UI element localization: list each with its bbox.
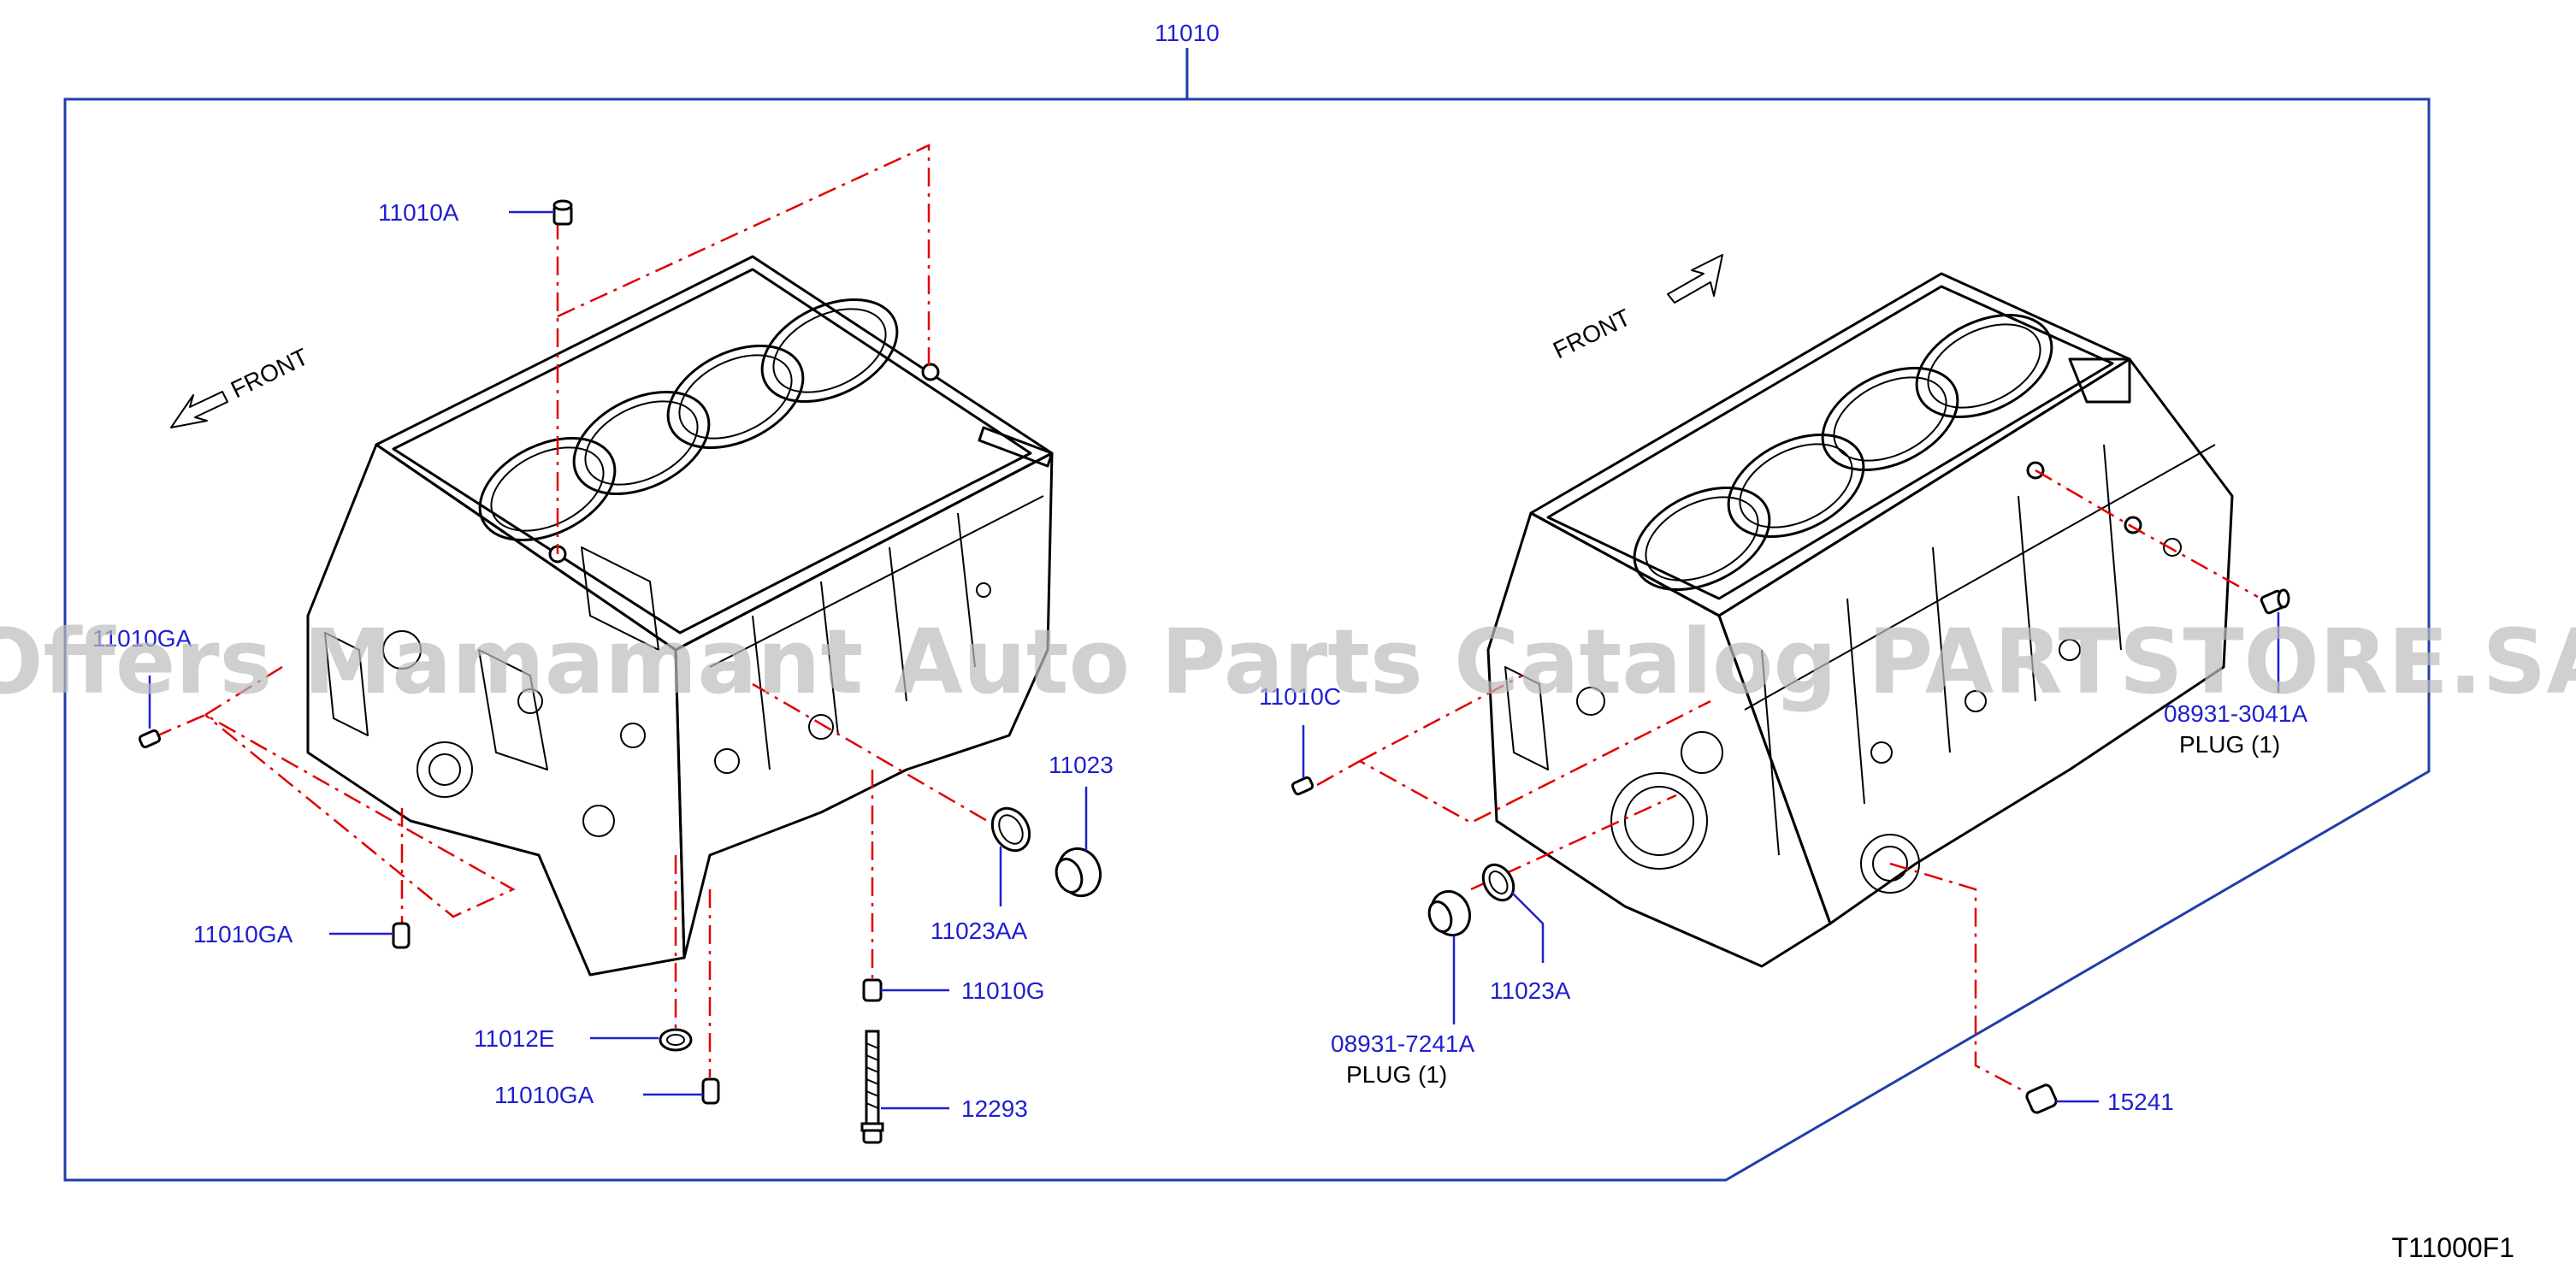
- label-11010C[interactable]: 11010C: [1259, 683, 1341, 710]
- left-cylinder-bores: [478, 298, 899, 542]
- label-11023AA[interactable]: 11023AA: [931, 918, 1027, 944]
- part-11023A[interactable]: [1477, 859, 1545, 963]
- left-phantom-lines: [153, 144, 1010, 1077]
- left-front-arrow-icon: [170, 391, 228, 428]
- label-12293[interactable]: 12293: [961, 1095, 1028, 1122]
- label-11012E[interactable]: 11012E: [474, 1025, 554, 1052]
- assembly-frame: [63, 48, 2431, 1182]
- label-11023[interactable]: 11023: [1049, 752, 1114, 778]
- part-11010GA-mid[interactable]: [329, 922, 411, 949]
- label-15241[interactable]: 15241: [2107, 1089, 2174, 1115]
- label-11023A[interactable]: 11023A: [1490, 977, 1571, 1004]
- label-08931-7241A[interactable]: 08931-7241A: [1331, 1030, 1474, 1057]
- label-11010GA-left[interactable]: 11010GA: [92, 625, 192, 652]
- part-11010A[interactable]: [509, 199, 573, 226]
- part-11010GA-left[interactable]: [138, 676, 162, 749]
- part-11010C[interactable]: [1291, 725, 1315, 796]
- diagram-reference-code: T11000F1: [2392, 1232, 2515, 1263]
- right-cylinder-block: [1486, 272, 2234, 968]
- label-11010G[interactable]: 11010G: [961, 977, 1045, 1004]
- label-11010GA-mid[interactable]: 11010GA: [193, 921, 293, 947]
- part-11012E[interactable]: [590, 1028, 693, 1052]
- part-11010GA-bottom[interactable]: [643, 1077, 720, 1105]
- label-plug-right: PLUG (1): [2179, 731, 2280, 758]
- part-11023-plug[interactable]: [1052, 787, 1107, 902]
- watermark-text: Offers Mamamant Auto Parts Catalog PARTS…: [0, 610, 2576, 714]
- right-front-label: FRONT: [1549, 304, 1634, 363]
- part-08931-7241A-plug[interactable]: [1425, 886, 1475, 1024]
- left-front-label: FRONT: [227, 343, 312, 403]
- part-15241[interactable]: [2025, 1083, 2099, 1114]
- part-11010G[interactable]: [862, 978, 949, 1002]
- right-front-arrow-icon: [1667, 254, 1723, 304]
- right-cylinder-bores: [1633, 313, 2053, 592]
- label-plug-left: PLUG (1): [1346, 1061, 1447, 1088]
- label-08931-3041A[interactable]: 08931-3041A: [2164, 700, 2307, 727]
- assembly-number-label[interactable]: 11010: [1155, 20, 1220, 46]
- right-phantom-lines: [1316, 469, 2259, 1100]
- part-11023AA[interactable]: [985, 801, 1037, 906]
- label-11010A[interactable]: 11010A: [378, 199, 459, 226]
- part-08931-3041A-plug[interactable]: [2260, 588, 2290, 693]
- part-12293-bolt[interactable]: [860, 1030, 949, 1144]
- label-11010GA-bottom[interactable]: 11010GA: [494, 1082, 594, 1108]
